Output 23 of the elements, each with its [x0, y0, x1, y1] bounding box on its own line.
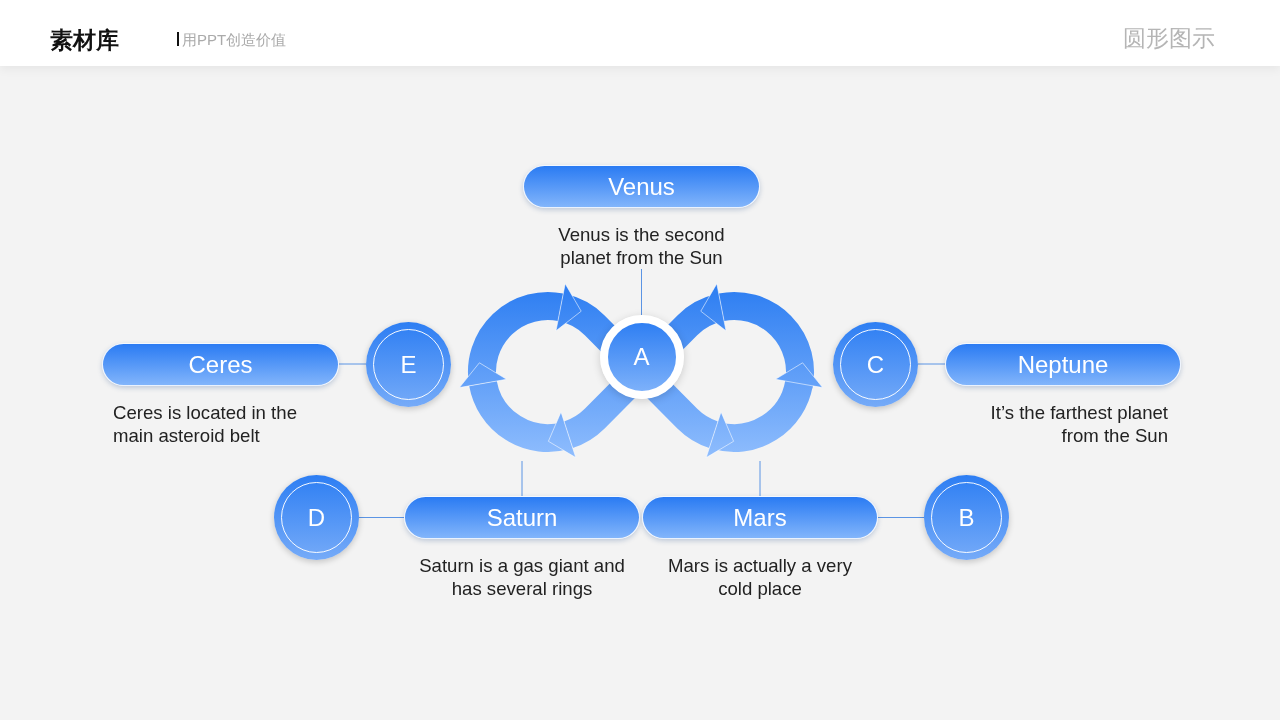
description-text: It’s the farthest planet from the Sun: [989, 401, 1168, 447]
letter-circle: E: [366, 321, 451, 407]
connector-line: [338, 363, 367, 365]
letter-circle: C: [833, 321, 918, 407]
description-text: Saturn is a gas giant and has several rings: [418, 554, 626, 600]
title-pill: Neptune: [945, 343, 1181, 386]
description-text: Ceres is located in the main asteroid belt: [113, 401, 298, 447]
title-pill: Venus: [523, 165, 760, 208]
connector-line: [877, 517, 925, 518]
connector-line: [917, 363, 946, 365]
connector-line: [521, 460, 523, 497]
header-title: 素材库: [50, 26, 119, 55]
letter-circle: D: [274, 475, 359, 560]
title-pill: Mars: [642, 496, 878, 539]
connector-line: [358, 517, 405, 518]
tagline-text: 用PPT创造价值: [182, 30, 287, 50]
description-text: Venus is the second planet from the Sun: [557, 223, 726, 269]
connector-line: [759, 460, 761, 497]
letter-circle: B: [924, 475, 1009, 560]
description-text: Mars is actually a very cold place: [667, 554, 853, 600]
title-pill: Ceres: [102, 343, 339, 386]
page-title: 圆形图示: [1123, 24, 1215, 53]
title-pill: Saturn: [404, 496, 640, 539]
